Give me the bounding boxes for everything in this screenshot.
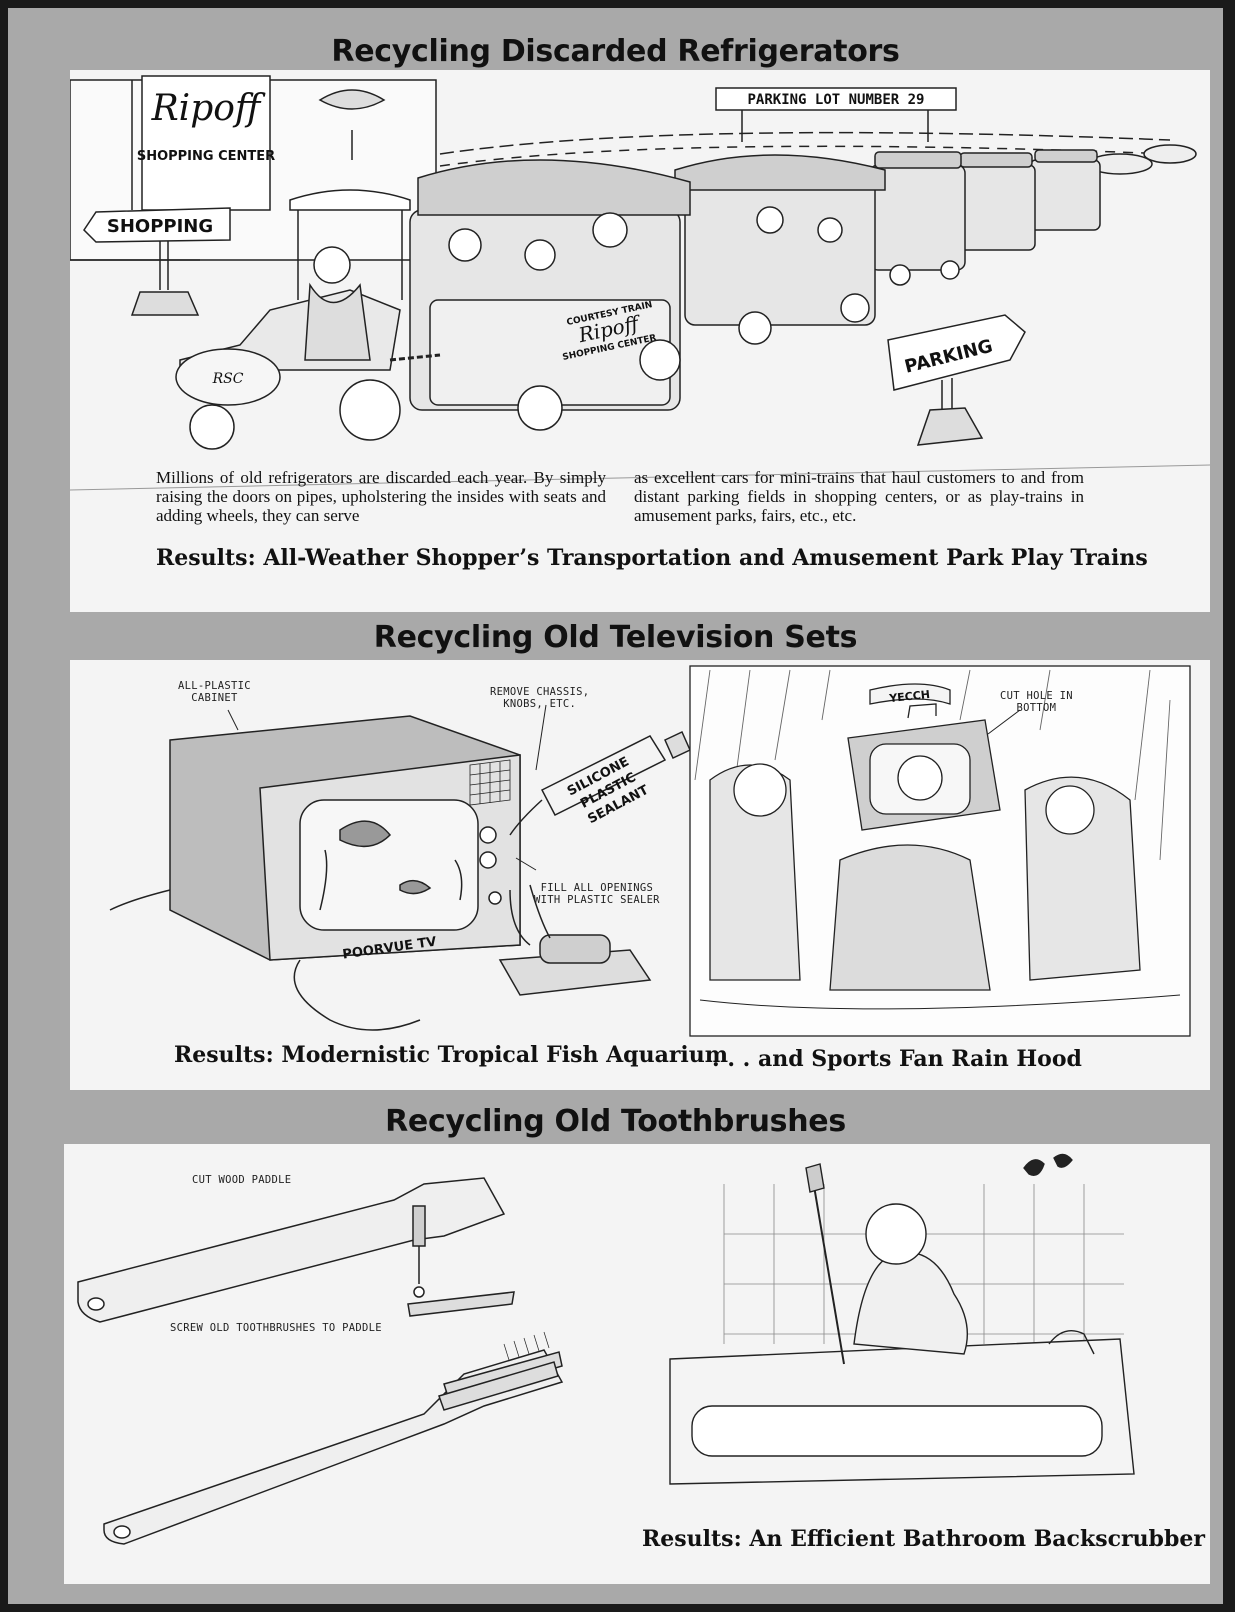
wood-paddles bbox=[77, 1177, 564, 1545]
svg-text:SHOPPING: SHOPPING bbox=[107, 216, 213, 237]
refrigerator-body-left: Millions of old refrigerators are discar… bbox=[156, 468, 606, 525]
svg-text:SHOPPING CENTER: SHOPPING CENTER bbox=[137, 149, 275, 164]
section-title-refrigerators: Recycling Discarded Refrigerators bbox=[331, 34, 900, 69]
aquarium-result: Results: Modernistic Tropical Fish Aquar… bbox=[174, 1042, 729, 1068]
parking-lot-sign bbox=[715, 87, 957, 111]
rain-hood-scene bbox=[689, 665, 1191, 1037]
section-title-television: Recycling Old Television Sets bbox=[373, 620, 858, 655]
label-remove-chassis: REMOVE CHASSIS, KNOBS, ETC. bbox=[490, 686, 590, 710]
toothbrush-illustrations bbox=[77, 1153, 1135, 1545]
aquarium-tv bbox=[109, 715, 691, 1031]
toothbrush-panel: CUT WOOD PADDLE SCREW OLD TOOTHBRUSHES T… bbox=[64, 1144, 1210, 1584]
refrigerator-panel: Ripoff SHOPPING CENTER SHOPPING PARKING … bbox=[70, 70, 1210, 612]
magazine-page: Recycling Discarded Refrigerators bbox=[8, 8, 1223, 1604]
backscrubber-result: Results: An Efficient Bathroom Backscrub… bbox=[642, 1526, 1205, 1552]
refrigerator-body-right: as excellent cars for mini-trains that h… bbox=[634, 468, 1084, 525]
label-all-plastic-cabinet: ALL-PLASTIC CABINET bbox=[178, 680, 251, 704]
television-panel: SILICONE PLASTIC SEALANT POORVUE TV bbox=[70, 660, 1210, 1090]
label-cut-hole: CUT HOLE IN BOTTOM bbox=[1000, 690, 1073, 714]
label-fill-openings: FILL ALL OPENINGS WITH PLASTIC SEALER bbox=[534, 882, 660, 906]
rain-hood-result: . . . and Sports Fan Rain Hood bbox=[712, 1046, 1082, 1072]
ripoff-store-sign bbox=[141, 75, 271, 211]
label-cut-wood-paddle: CUT WOOD PADDLE bbox=[192, 1174, 292, 1186]
svg-text:RSC: RSC bbox=[212, 371, 244, 387]
svg-text:Ripoff: Ripoff bbox=[151, 88, 266, 129]
svg-text:YECCH: YECCH bbox=[888, 688, 931, 705]
bathtub-scene bbox=[669, 1153, 1135, 1485]
parking-sign bbox=[887, 314, 1026, 391]
section-title-toothbrushes: Recycling Old Toothbrushes bbox=[385, 1104, 846, 1139]
train-illustration: Ripoff SHOPPING CENTER SHOPPING PARKING … bbox=[70, 75, 1210, 491]
television-illustrations: SILICONE PLASTIC SEALANT POORVUE TV bbox=[109, 665, 1191, 1037]
svg-text:PARKING LOT NUMBER 29: PARKING LOT NUMBER 29 bbox=[747, 92, 924, 108]
refrigerator-result: Results: All-Weather Shopper’s Transport… bbox=[156, 545, 1148, 571]
shopping-sign bbox=[83, 207, 231, 243]
label-screw-toothbrushes: SCREW OLD TOOTHBRUSHES TO PADDLE bbox=[170, 1322, 382, 1334]
